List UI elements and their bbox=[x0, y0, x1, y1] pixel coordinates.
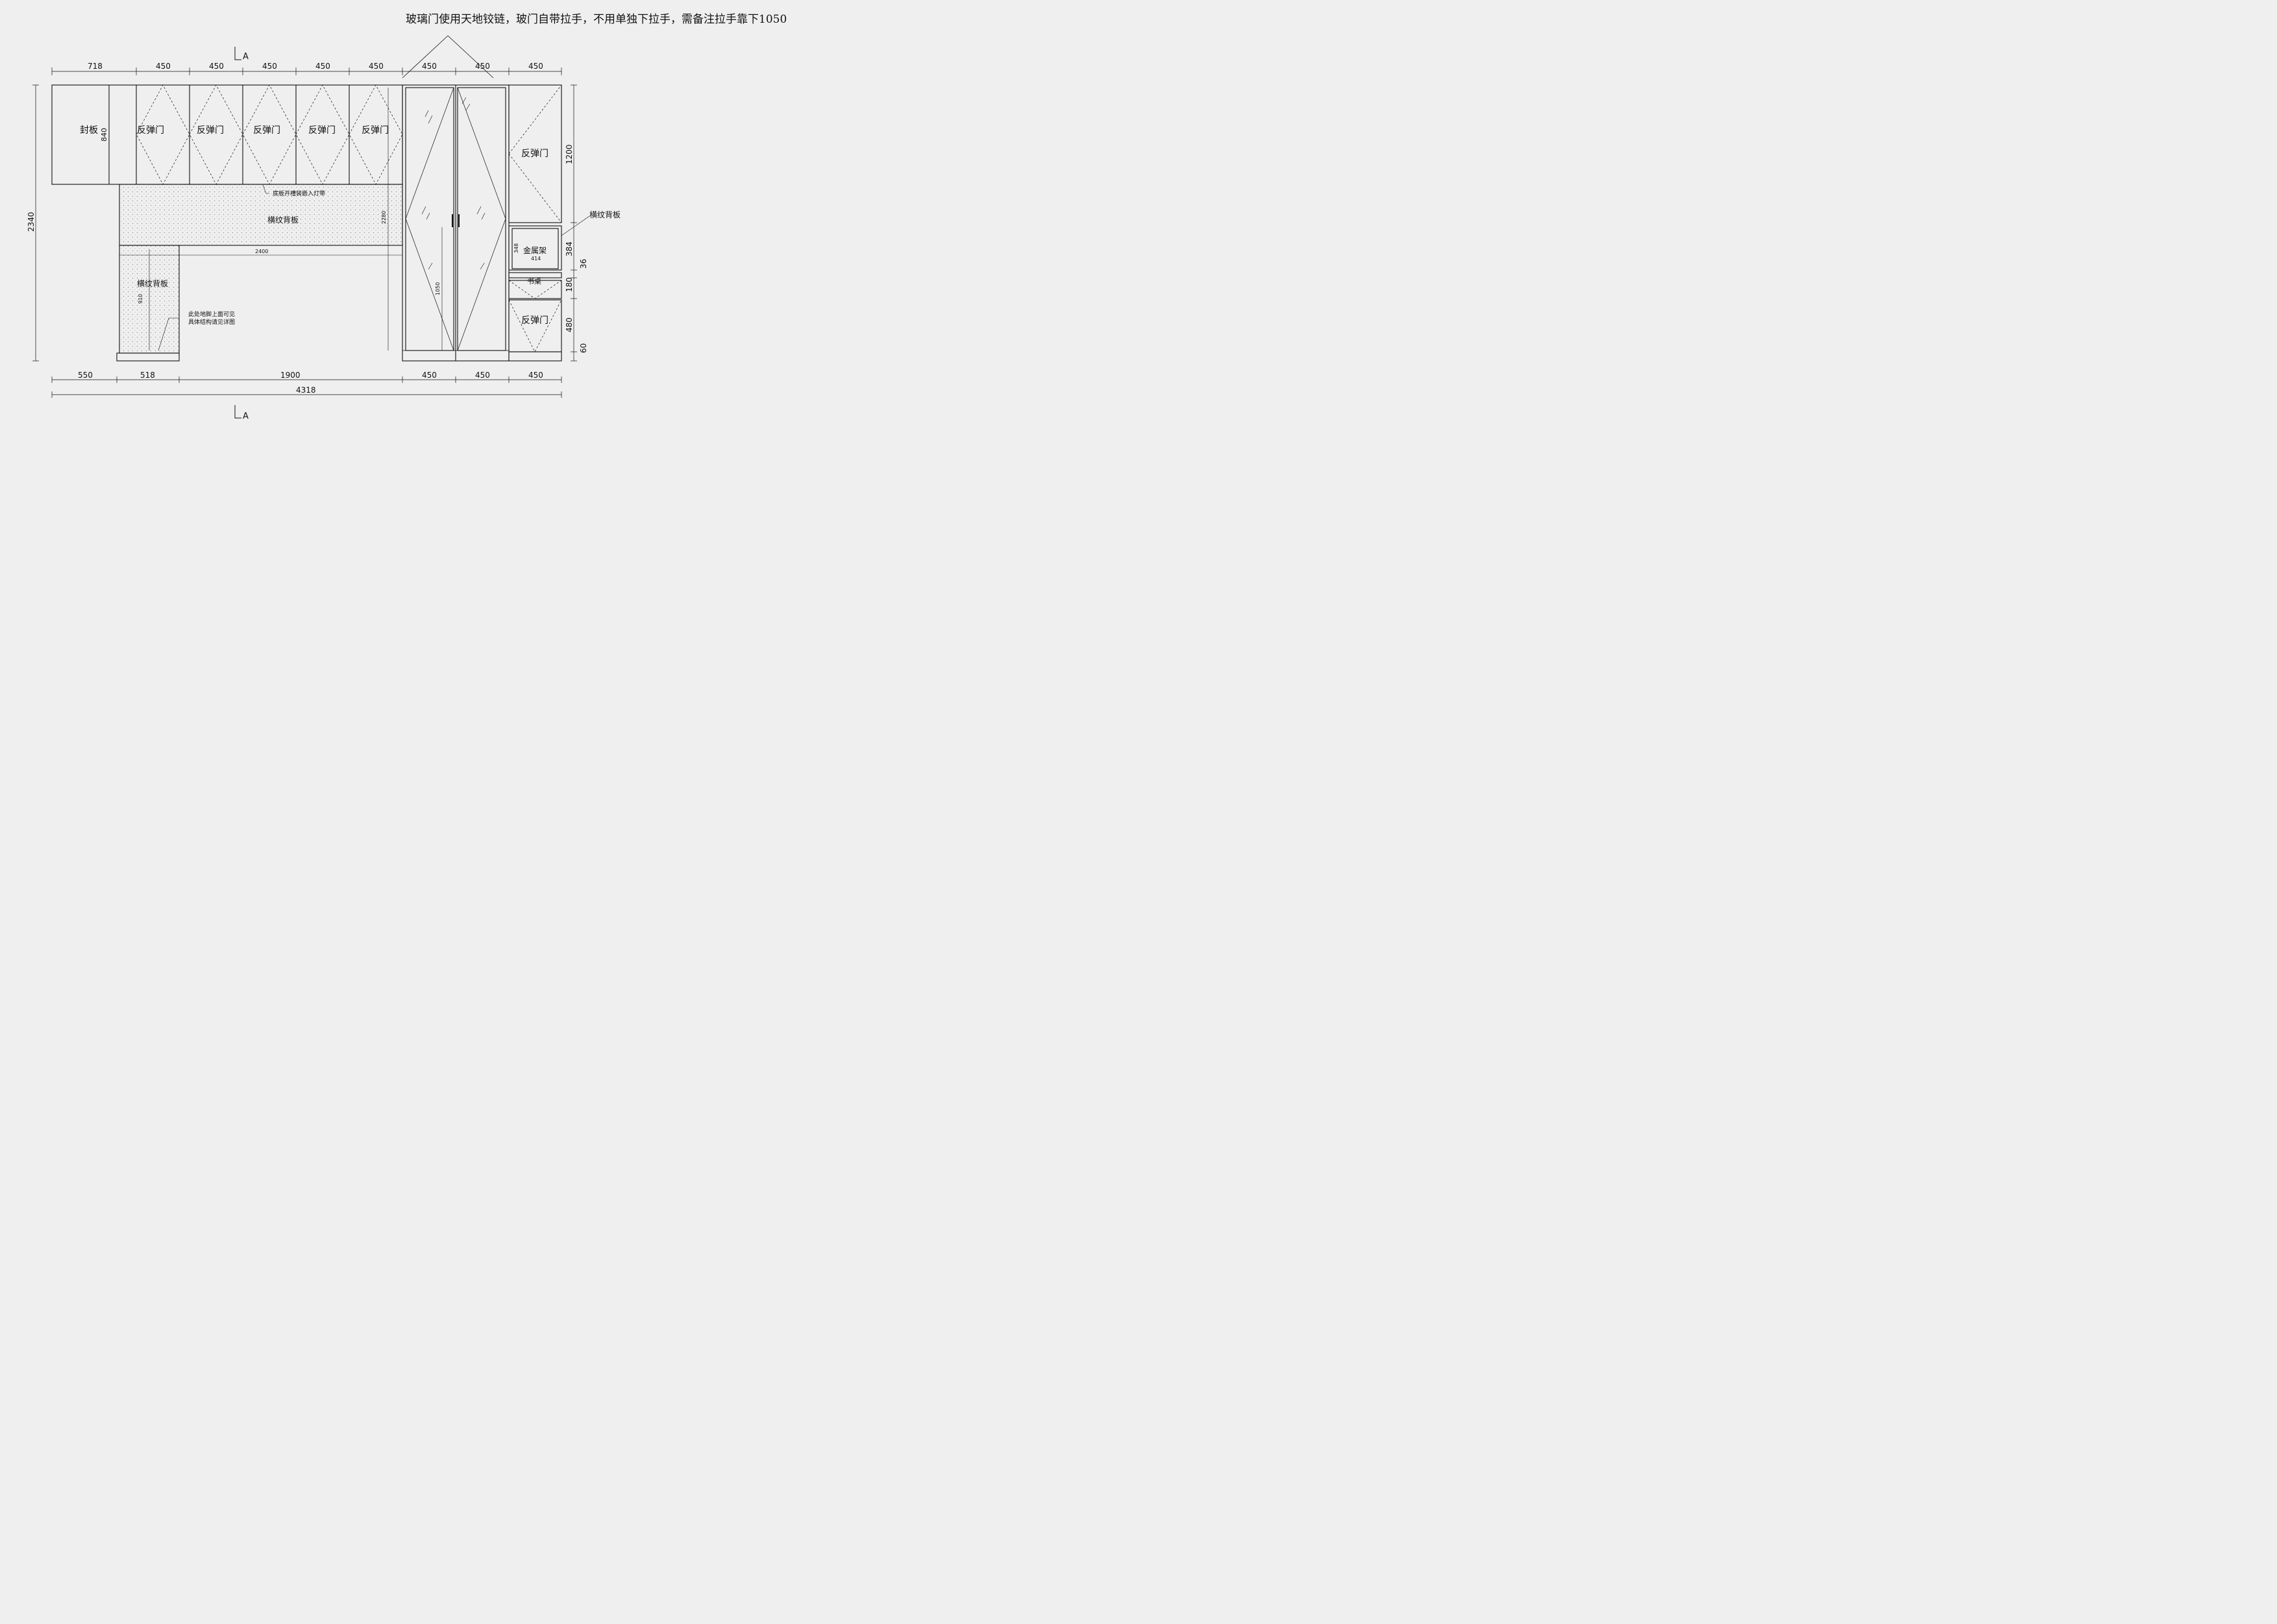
dim-910: 910 bbox=[138, 294, 143, 304]
dim: 718 bbox=[88, 62, 103, 71]
dim-840: 840 bbox=[100, 128, 108, 141]
dim-2280: 2280 bbox=[381, 211, 387, 224]
dim-348: 348 bbox=[513, 243, 519, 253]
dim: 480 bbox=[565, 317, 574, 332]
label-hengwen2: 横纹背板 bbox=[589, 210, 621, 219]
dim-414: 414 bbox=[531, 256, 541, 262]
dim-total: 4318 bbox=[296, 386, 316, 395]
top-note: 玻璃门使用天地铰链，玻门自带拉手，不用单独下拉手，需备注拉手靠下1050 bbox=[406, 12, 787, 26]
dim: 36 bbox=[579, 259, 588, 269]
dim-1050: 1050 bbox=[435, 282, 441, 295]
front-top-dims: 718 450 450 450 450 450 450 450 450 bbox=[88, 62, 543, 71]
front-right-dims: 1200 384 36 180 480 60 bbox=[565, 144, 588, 353]
section-mark-top-label: A bbox=[243, 52, 249, 62]
dim: 450 bbox=[369, 62, 384, 71]
label-fantanmen: 反弹门 bbox=[362, 125, 389, 136]
dim-2340: 2340 bbox=[27, 212, 36, 232]
label-dengdai: 底板开槽装嵌入灯带 bbox=[273, 190, 325, 197]
label-fantanmen: 反弹门 bbox=[197, 125, 224, 136]
dim: 518 bbox=[140, 371, 155, 380]
dim: 550 bbox=[78, 371, 93, 380]
dim: 450 bbox=[528, 62, 543, 71]
section-mark-top bbox=[234, 47, 241, 60]
dim: 450 bbox=[315, 62, 330, 71]
cad-drawing: 玻璃门使用天地铰链，玻门自带拉手，不用单独下拉手，需备注拉手靠下1050 A A bbox=[27, 12, 787, 421]
dim: 450 bbox=[422, 371, 437, 380]
label-fantanmen: 反弹门 bbox=[521, 315, 548, 326]
dim: 384 bbox=[565, 241, 574, 256]
section-mark-bottom bbox=[234, 405, 241, 419]
dim: 450 bbox=[528, 371, 543, 380]
label-shuzhuo: 书桌 bbox=[527, 277, 541, 286]
dim: 1200 bbox=[565, 144, 574, 164]
label-fantanmen: 反弹门 bbox=[308, 125, 336, 136]
label-jinshujia: 金属架 bbox=[523, 245, 547, 255]
dim: 450 bbox=[262, 62, 277, 71]
leg-note-1: 此处地脚上面可见 bbox=[188, 310, 235, 318]
section-mark-bottom-label: A bbox=[243, 412, 249, 421]
dim: 1900 bbox=[280, 371, 301, 380]
dim-2400: 2400 bbox=[255, 249, 268, 254]
dim: 60 bbox=[579, 343, 588, 353]
label-fantanmen: 反弹门 bbox=[137, 125, 164, 136]
dim: 450 bbox=[475, 62, 490, 71]
front-elevation bbox=[32, 35, 590, 398]
dim: 450 bbox=[156, 62, 171, 71]
drawing-sheet: 玻璃门使用天地铰链，玻门自带拉手，不用单独下拉手，需备注拉手靠下1050 A A bbox=[0, 0, 1018, 726]
label-hengwen: 横纹背板 bbox=[267, 215, 299, 225]
dim: 450 bbox=[209, 62, 224, 71]
label-hengwen: 横纹背板 bbox=[137, 279, 168, 288]
leg-note-2: 具体结构请见详图 bbox=[188, 318, 235, 326]
dim: 450 bbox=[422, 62, 437, 71]
label-fengban: 封板 bbox=[80, 125, 98, 136]
label-fantanmen: 反弹门 bbox=[521, 149, 548, 159]
dim: 450 bbox=[475, 371, 490, 380]
dim: 180 bbox=[565, 277, 574, 292]
front-bottom-dims: 550 518 1900 450 450 450 4318 bbox=[78, 371, 543, 395]
label-fantanmen: 反弹门 bbox=[253, 125, 280, 136]
